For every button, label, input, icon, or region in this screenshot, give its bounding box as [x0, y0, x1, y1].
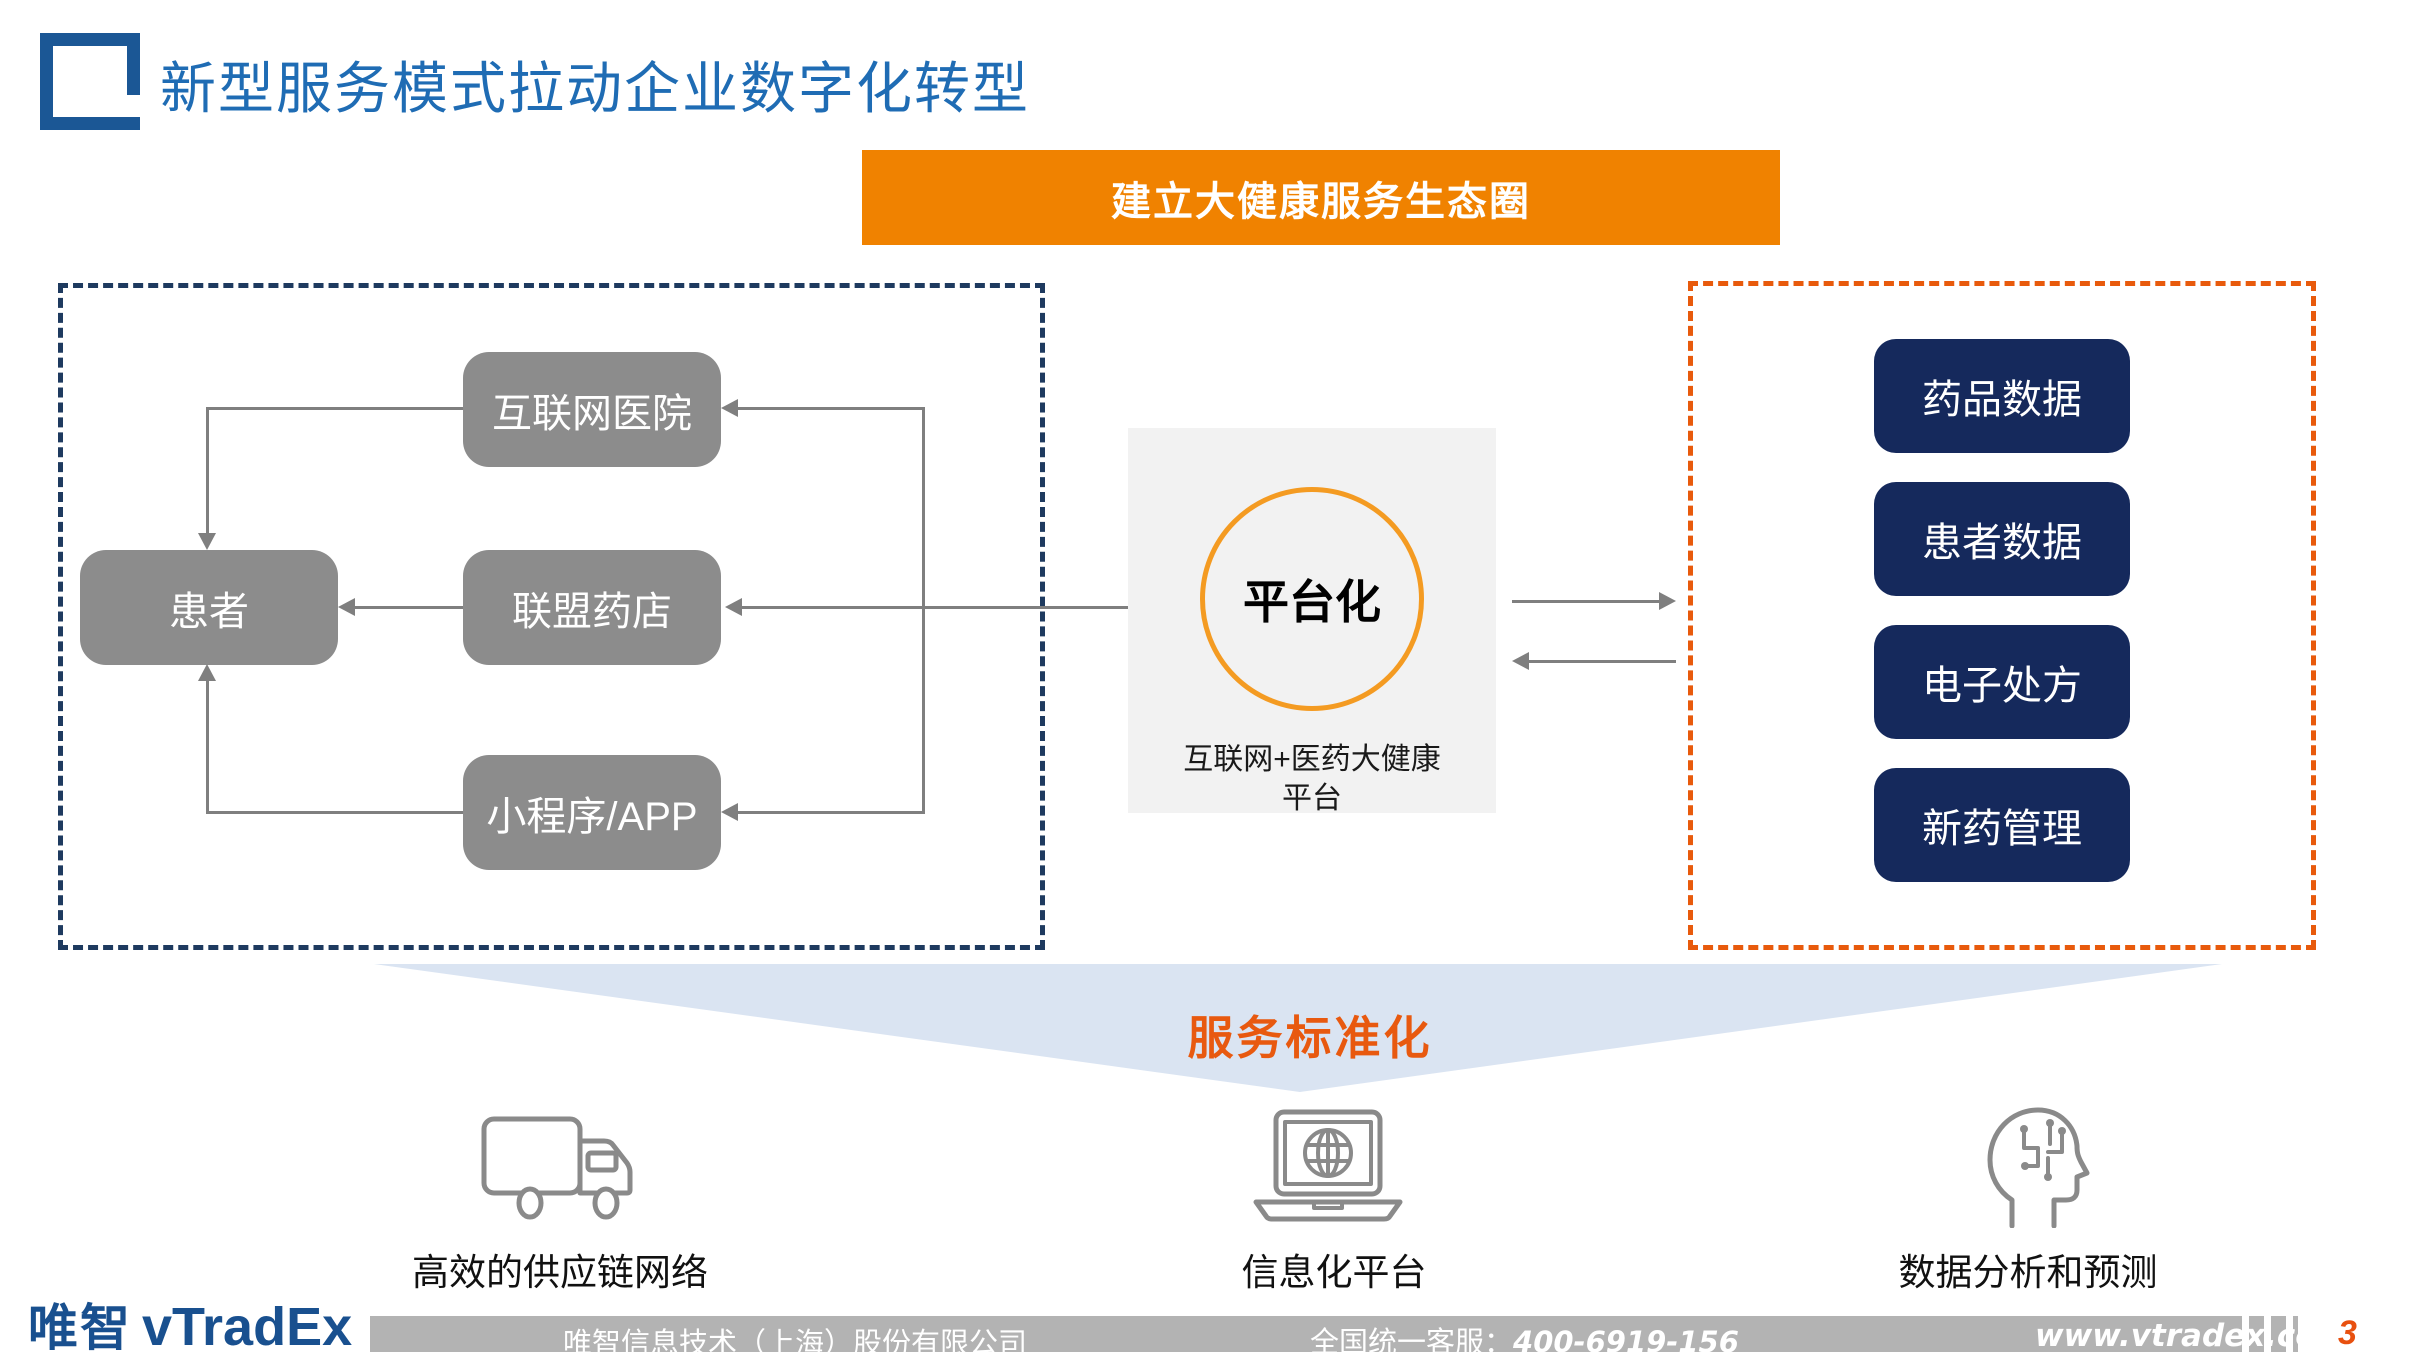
- arrowhead-into-patient-right: [338, 598, 355, 616]
- footer-hotline-prefix: 全国统一客服：: [1310, 1327, 1514, 1359]
- service-standardization-label: 服务标准化: [1187, 1012, 1433, 1064]
- node-patient: 患者: [80, 550, 338, 665]
- node-label: 联盟药店: [512, 589, 672, 634]
- arrowhead-into-platform: [1512, 652, 1529, 670]
- service-ecosystem-group: [58, 283, 1045, 950]
- connector-pharmacy-to-patient: [352, 606, 463, 609]
- node-miniprogram-app: 小程序/APP: [463, 755, 721, 870]
- connector-branch-to-app: [737, 811, 925, 814]
- connector-hospital-to-patient-h: [207, 407, 463, 410]
- node-label: 新药管理: [1922, 807, 2082, 851]
- pillar-label-supply-chain: 高效的供应链网络: [412, 1252, 708, 1293]
- page-number: 3: [2338, 1314, 2357, 1352]
- connector-app-to-patient-h: [207, 811, 463, 814]
- ai-head-icon: [1987, 1107, 2090, 1228]
- platform-caption-line2: 平台: [1282, 782, 1342, 815]
- logo-english: vTradEx: [142, 1297, 353, 1357]
- connector-app-to-patient-v: [206, 680, 209, 814]
- arrowhead-into-data-group: [1659, 592, 1676, 610]
- footer-stripe-gap: [2242, 1316, 2249, 1352]
- node-label: 互联网医院: [492, 391, 692, 436]
- pillar-label-information-platform: 信息化平台: [1241, 1252, 1427, 1293]
- data-capability-group: [1688, 281, 2316, 950]
- platform-circle-label: 平台化: [1243, 576, 1381, 628]
- pillar-label-data-analysis: 数据分析和预测: [1898, 1252, 2158, 1293]
- platform-circle: 平台化: [1200, 487, 1424, 711]
- platform-caption-line1: 互联网+医药大健康: [1183, 743, 1441, 776]
- arrowhead-into-patient-bottom: [198, 664, 216, 681]
- laptop-globe-icon: [1253, 1109, 1403, 1222]
- node-label: 患者数据: [1922, 521, 2082, 565]
- page-title: 新型服务模式拉动企业数字化转型: [160, 59, 1030, 121]
- footer-bar: [370, 1316, 2298, 1352]
- node-label: 电子处方: [1922, 664, 2082, 708]
- node-new-drug-management: 新药管理: [1874, 768, 2130, 882]
- arrowhead-into-app: [721, 803, 738, 821]
- title-square-icon: [40, 33, 140, 130]
- node-alliance-pharmacy: 联盟药店: [463, 550, 721, 665]
- footer-stripe-gap: [2264, 1316, 2271, 1352]
- truck-icon: [481, 1116, 633, 1220]
- connector-platform-to-pharmacy: [741, 606, 1128, 609]
- arrowhead-into-pharmacy: [725, 598, 742, 616]
- node-label: 小程序/APP: [486, 794, 698, 839]
- node-drug-data: 药品数据: [1874, 339, 2130, 453]
- banner-health-ecosystem: 建立大健康服务生态圈: [862, 150, 1780, 245]
- footer-hotline: 全国统一客服：400-6919-156: [1310, 1319, 1739, 1360]
- connector-branch-vertical: [922, 407, 925, 814]
- node-label: 药品数据: [1922, 378, 2082, 422]
- footer-stripe-gap: [2286, 1316, 2293, 1352]
- company-logo: 唯智 vTradEx: [28, 1288, 352, 1360]
- arrowhead-into-patient-top: [198, 533, 216, 550]
- footer-company-name: 唯智信息技术（上海）股份有限公司: [563, 1328, 1028, 1360]
- banner-label: 建立大健康服务生态圈: [1111, 179, 1531, 224]
- logo-chinese: 唯智: [28, 1300, 132, 1356]
- footer-hotline-number: 400-6919-156: [1513, 1325, 1739, 1359]
- node-e-prescription: 电子处方: [1874, 625, 2130, 739]
- connector-data-to-platform: [1528, 660, 1676, 663]
- connector-hospital-to-patient-v: [206, 407, 209, 534]
- arrowhead-into-hospital: [721, 399, 738, 417]
- node-internet-hospital: 互联网医院: [463, 352, 721, 467]
- platform-caption: 互联网+医药大健康 平台: [1128, 740, 1496, 818]
- connector-platform-to-data: [1512, 600, 1660, 603]
- node-label: 患者: [169, 589, 249, 634]
- node-patient-data: 患者数据: [1874, 482, 2130, 596]
- footer-website: www.vtradex.com: [2035, 1318, 2349, 1354]
- connector-branch-to-hospital: [737, 407, 925, 410]
